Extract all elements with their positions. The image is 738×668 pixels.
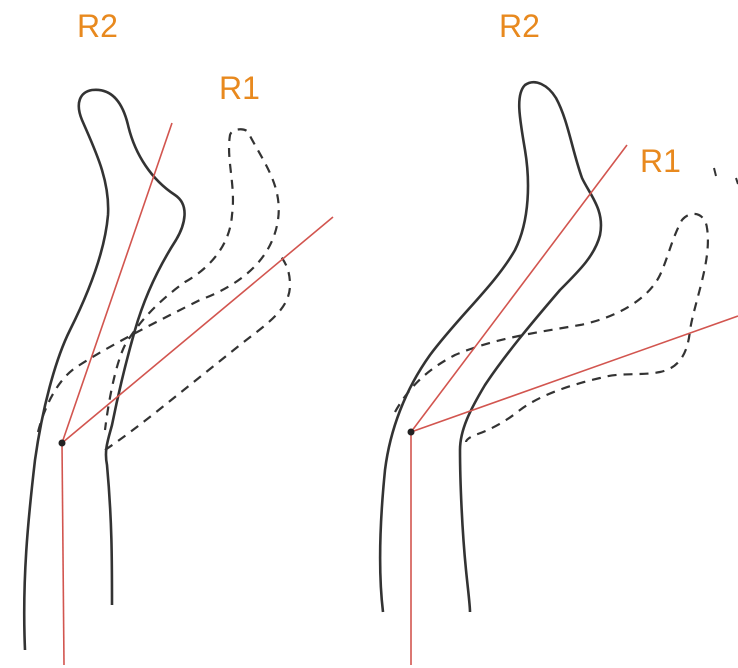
right-r1-reference-line bbox=[411, 316, 738, 432]
left-vertical-reference-line bbox=[62, 443, 64, 665]
left-panel bbox=[24, 90, 333, 665]
right-r2-reference-line bbox=[411, 145, 627, 432]
left-r2-solid-outline bbox=[24, 90, 184, 650]
right-r1-dash-fragment bbox=[714, 168, 738, 184]
left-pivot-point bbox=[59, 440, 66, 447]
left-r2-label: R2 bbox=[77, 10, 118, 42]
left-r1-label: R1 bbox=[219, 72, 260, 104]
left-r2-reference-line bbox=[62, 123, 172, 443]
right-r2-solid-outline bbox=[380, 82, 601, 612]
right-r1-label: R1 bbox=[640, 145, 681, 177]
right-pivot-point bbox=[408, 429, 415, 436]
right-r2-label: R2 bbox=[499, 10, 540, 42]
right-r1-dashed-outline bbox=[395, 214, 708, 442]
right-panel bbox=[380, 82, 738, 665]
